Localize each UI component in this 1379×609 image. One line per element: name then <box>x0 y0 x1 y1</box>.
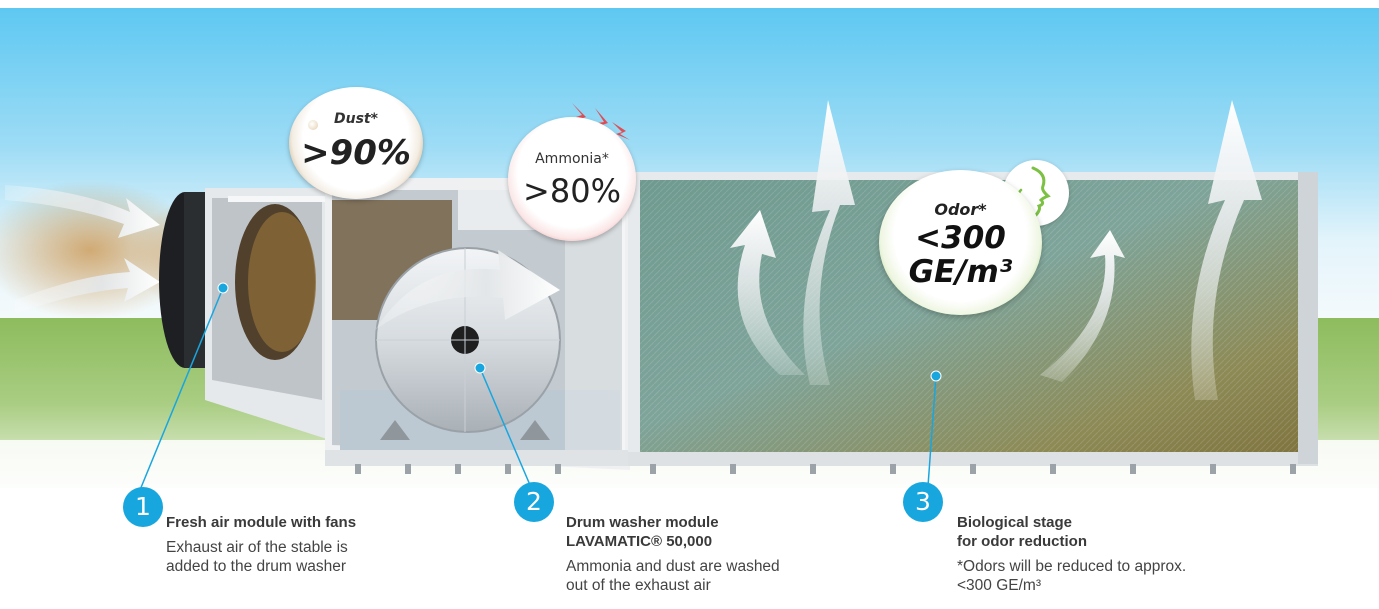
leader-lines <box>139 282 942 491</box>
step-2-marker: 2 <box>514 482 554 522</box>
inflow-arrow-bottom <box>15 258 160 314</box>
step-2-description-line2: out of the exhaust air <box>566 577 711 594</box>
step-1-title: Fresh air module with fans <box>166 514 357 531</box>
step-3-title-line2: for odor reduction <box>957 533 1087 550</box>
outflow-arrows <box>730 100 1262 400</box>
drum-flow-arrow <box>375 250 560 330</box>
fresh-air-module <box>159 188 330 440</box>
ground-fade <box>0 440 1379 609</box>
step-3-marker: 3 <box>903 482 943 522</box>
inflow-arrow-top <box>5 185 160 238</box>
odor-value-line1: <300 <box>915 220 1006 256</box>
ammonia-spark-icon <box>572 103 630 140</box>
step-1-description-line1: Exhaust air of the stable is <box>166 539 348 556</box>
ammonia-reduction-badge: Ammonia* >80% <box>508 117 636 241</box>
step-2-description: Ammonia and dust are washed out of the e… <box>566 557 866 595</box>
step-3-description-line1: *Odors will be reduced to approx. <box>957 558 1187 575</box>
dust-label: Dust* <box>334 111 378 127</box>
odor-value-line2: GE/m³ <box>908 254 1013 290</box>
step-3-description: *Odors will be reduced to approx. <300 G… <box>957 557 1257 595</box>
ammonia-label: Ammonia* <box>535 151 609 167</box>
step-2-caption: Drum washer module LAVAMATIC® 50,000 Amm… <box>566 513 866 595</box>
odor-label: Odor* <box>934 200 987 219</box>
step-3-caption: Biological stage for odor reduction *Odo… <box>957 513 1257 595</box>
dust-reduction-badge: Dust* >90% <box>289 87 423 199</box>
dust-particle-icon <box>308 120 318 130</box>
step-3-description-line2: <300 GE/m³ <box>957 577 1041 594</box>
step-2-description-line1: Ammonia and dust are washed <box>566 558 780 575</box>
step-3-title: Biological stage <box>957 514 1073 531</box>
step-1-marker: 1 <box>123 487 163 527</box>
dust-value: >90% <box>301 133 411 173</box>
step-1-caption: Fresh air module with fans Exhaust air o… <box>166 513 496 576</box>
odor-reduction-badge: Odor* <300 GE/m³ <box>879 170 1042 315</box>
step-2-title-line2: LAVAMATIC® 50,000 <box>566 533 713 550</box>
ammonia-value: >80% <box>523 172 621 210</box>
step-2-title: Drum washer module <box>566 514 719 531</box>
step-1-description: Exhaust air of the stable is added to th… <box>166 538 496 576</box>
step-1-description-line2: added to the drum washer <box>166 558 347 575</box>
odor-value: <300 GE/m³ <box>879 221 1042 289</box>
